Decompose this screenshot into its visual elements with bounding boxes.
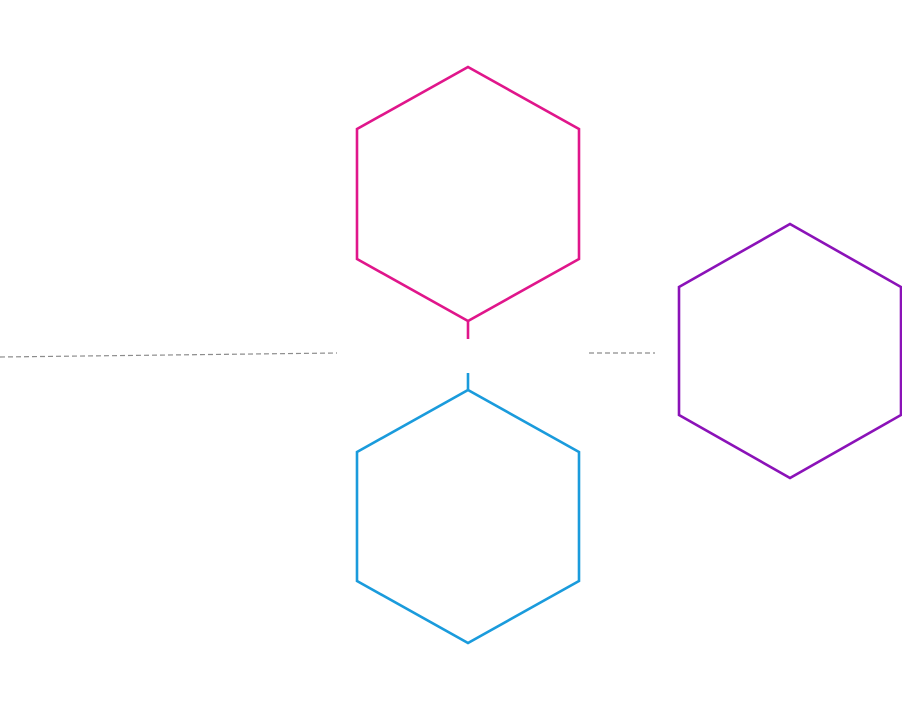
left-dashed-connector — [0, 352, 338, 358]
top-hexagon[interactable] — [355, 65, 581, 323]
right-hexagon[interactable] — [677, 222, 902, 480]
bottom-hexagon[interactable] — [355, 388, 581, 645]
